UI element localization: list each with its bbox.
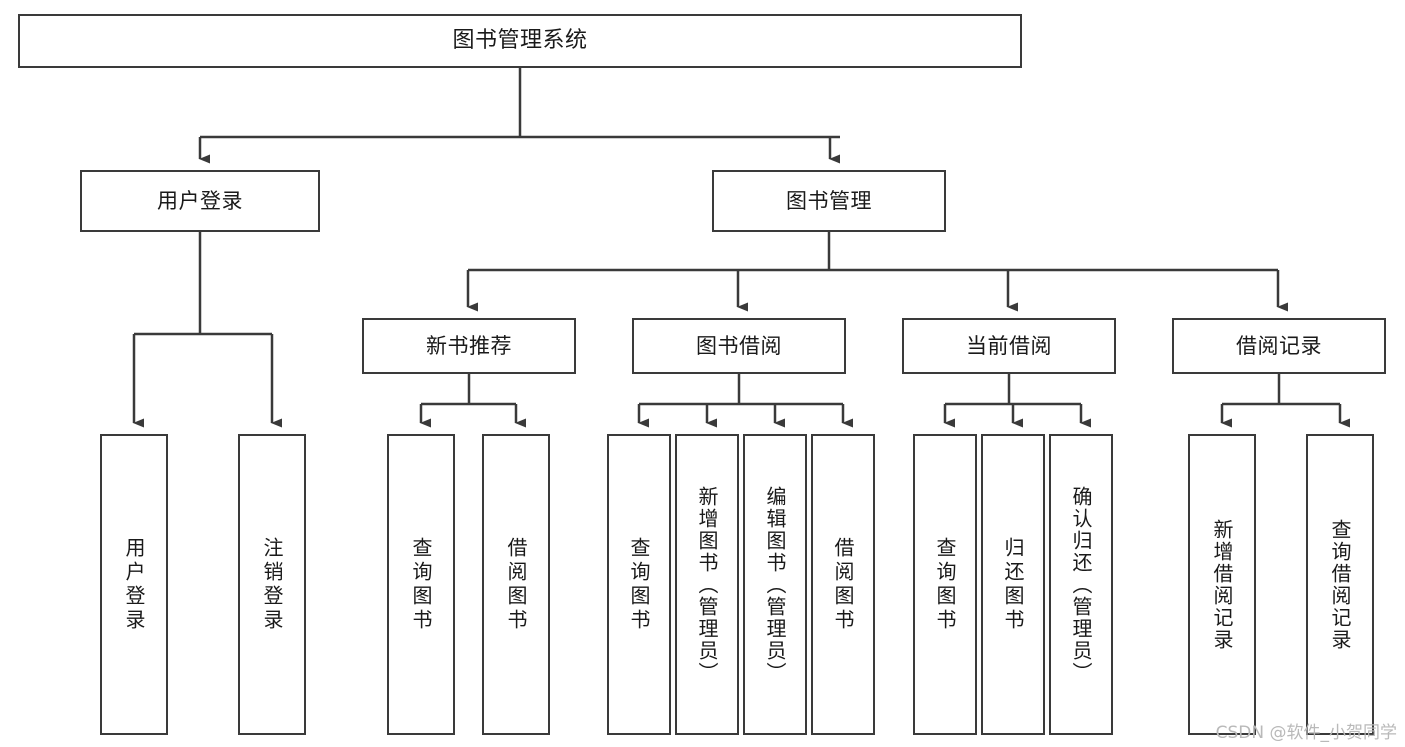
edge-userlogin-to-leaves [132,232,282,428]
node-leaf-return-book[interactable]: 归还图书 [981,434,1045,735]
node-root-label: 图书管理系统 [452,28,588,54]
node-user-login-label: 用户登录 [157,188,243,213]
node-book-borrow[interactable]: 图书借阅 [632,318,846,374]
node-leaf-confirm-return-label: 确认归还（管理员） [1069,485,1093,684]
edge-root-to-level1 [198,68,840,164]
node-leaf-add-borrow-record-label: 新增借阅记录 [1210,518,1234,651]
node-book-manage[interactable]: 图书管理 [712,170,946,232]
edge-currentborrow-to-leaves [943,374,1091,428]
node-leaf-logout-label: 注销登录 [260,536,284,633]
node-leaf-add-book[interactable]: 新增图书（管理员） [675,434,739,735]
node-leaf-query-book-recommend-label: 查询图书 [409,536,433,633]
node-leaf-add-book-label: 新增图书（管理员） [695,485,719,684]
edge-borrowrecord-to-leaves [1220,374,1350,428]
node-book-borrow-label: 图书借阅 [696,333,782,358]
node-leaf-edit-book[interactable]: 编辑图书（管理员） [743,434,807,735]
node-user-login[interactable]: 用户登录 [80,170,320,232]
node-leaf-query-book-current-label: 查询图书 [933,536,957,633]
node-new-book-recommend-label: 新书推荐 [426,333,512,358]
node-leaf-add-borrow-record[interactable]: 新增借阅记录 [1188,434,1256,735]
node-leaf-query-book-recommend[interactable]: 查询图书 [387,434,455,735]
node-leaf-query-book-current[interactable]: 查询图书 [913,434,977,735]
node-leaf-user-login-label: 用户登录 [122,536,146,633]
node-leaf-query-book-borrow-label: 查询图书 [627,536,651,633]
node-leaf-query-borrow-record[interactable]: 查询借阅记录 [1306,434,1374,735]
node-leaf-edit-book-label: 编辑图书（管理员） [763,485,787,684]
node-leaf-borrow-book[interactable]: 借阅图书 [811,434,875,735]
edge-bookborrow-to-leaves [637,374,853,428]
node-leaf-query-book-borrow[interactable]: 查询图书 [607,434,671,735]
node-root[interactable]: 图书管理系统 [18,14,1022,68]
edge-bookmanage-to-level2 [466,232,1288,312]
edge-newbook-to-leaves [419,374,526,428]
node-leaf-return-book-label: 归还图书 [1001,536,1025,633]
node-leaf-logout[interactable]: 注销登录 [238,434,306,735]
node-leaf-borrow-book-recommend[interactable]: 借阅图书 [482,434,550,735]
node-leaf-query-borrow-record-label: 查询借阅记录 [1328,518,1352,651]
watermark: CSDN @软件_小贺同学 [1215,723,1397,743]
node-leaf-user-login[interactable]: 用户登录 [100,434,168,735]
node-book-manage-label: 图书管理 [786,188,872,213]
node-leaf-borrow-book-recommend-label: 借阅图书 [504,536,528,633]
node-current-borrow-label: 当前借阅 [966,333,1052,358]
node-new-book-recommend[interactable]: 新书推荐 [362,318,576,374]
node-borrow-record[interactable]: 借阅记录 [1172,318,1386,374]
node-current-borrow[interactable]: 当前借阅 [902,318,1116,374]
node-leaf-borrow-book-label: 借阅图书 [831,536,855,633]
node-leaf-confirm-return[interactable]: 确认归还（管理员） [1049,434,1113,735]
node-borrow-record-label: 借阅记录 [1236,333,1322,358]
